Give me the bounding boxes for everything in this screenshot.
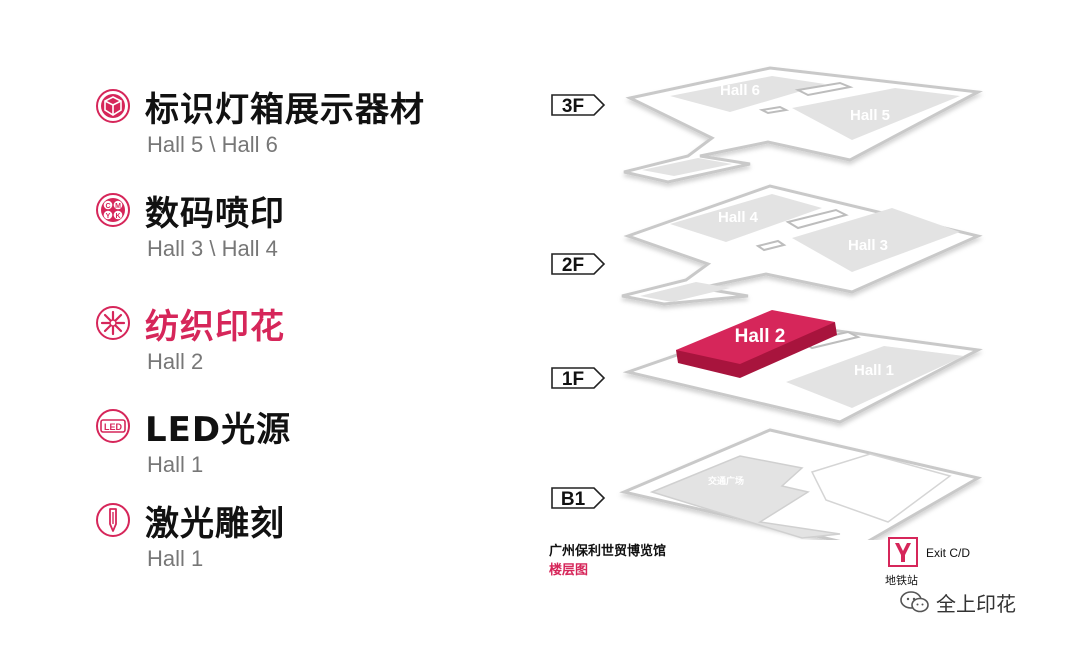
cmyk-letter: M: [115, 203, 121, 210]
hall-label: Hall 1: [854, 362, 894, 379]
hall-label: Hall 3: [848, 237, 888, 254]
metro-icon: [888, 537, 918, 567]
wechat-icon: [900, 591, 929, 613]
category-title: 激光雕刻: [145, 504, 285, 544]
cmyk-letter: Y: [106, 213, 111, 220]
cmyk-letter: C: [105, 203, 110, 210]
svg-text:B1: B1: [561, 489, 586, 510]
hall-label: Hall 5: [850, 107, 890, 124]
led-icon-text: LED: [104, 422, 123, 432]
svg-text:1F: 1F: [562, 369, 584, 390]
floor-b1: B1 交通广场: [551, 428, 983, 540]
floor-label-b1: B1: [551, 487, 606, 510]
category-halls: Hall 1: [147, 546, 204, 571]
asterisk-flower-icon: [96, 306, 130, 340]
watermark-text: 全上印花: [936, 592, 1016, 616]
floor-label-3f: 3F: [551, 94, 606, 117]
venue-caption: 广州保利世贸博览馆: [549, 544, 667, 559]
category-halls: Hall 2: [147, 349, 204, 374]
category-title: 数码喷印: [145, 194, 285, 234]
cmyk-letter: K: [115, 213, 120, 220]
svg-text:3F: 3F: [562, 96, 584, 117]
metro-station-label: 地铁站: [885, 574, 918, 587]
exit-label: Exit C/D: [926, 546, 971, 560]
category-halls: Hall 1: [147, 452, 204, 477]
svg-text:2F: 2F: [562, 255, 584, 276]
floor-plan-caption: 楼层图: [549, 563, 589, 578]
floor-map: 3F Hall 6 Hall 5 2F Hall 4 Hall 3 1F: [551, 66, 983, 540]
floor-1f: 1F Hall 2 Hall 1: [551, 310, 983, 424]
cube-icon: [96, 89, 130, 123]
floor-3f: 3F Hall 6 Hall 5: [551, 66, 983, 184]
hall-label-highlight: Hall 2: [735, 326, 786, 347]
floor-label-2f: 2F: [551, 253, 606, 276]
floor-label-1f: 1F: [551, 367, 606, 390]
category-halls: Hall 3 \ Hall 4: [147, 236, 278, 261]
hall-2-highlight: Hall 2: [676, 310, 837, 378]
floor-2f: 2F Hall 4 Hall 3: [551, 184, 983, 306]
led-icon: LED: [96, 409, 130, 443]
category-title: LED光源: [145, 410, 292, 450]
category-title: 纺织印花: [145, 307, 285, 347]
cmyk-icon: C M Y K: [96, 193, 130, 227]
category-title: 标识灯箱展示器材: [145, 90, 425, 130]
laser-pen-icon: [96, 503, 130, 537]
area-label: 交通广场: [708, 475, 744, 487]
hall-label: Hall 6: [720, 82, 760, 99]
category-halls: Hall 5 \ Hall 6: [147, 132, 278, 157]
hall-label: Hall 4: [718, 209, 759, 226]
